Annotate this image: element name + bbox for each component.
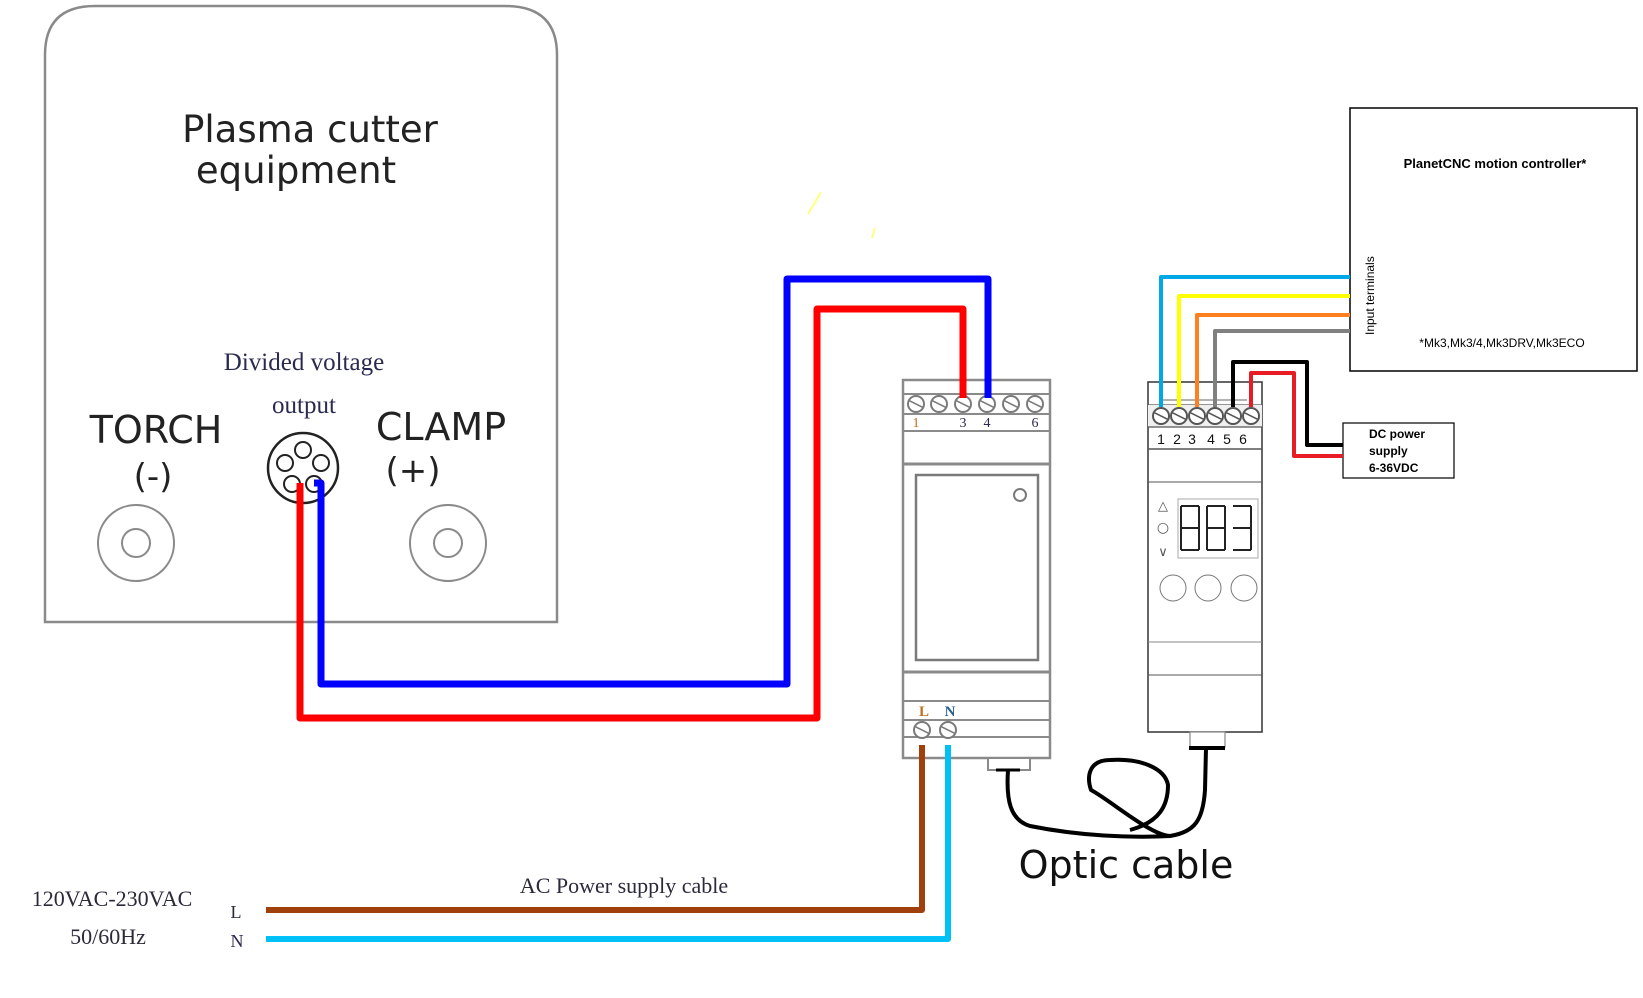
module2-terminal-label: 5 <box>1223 431 1231 447</box>
down-arrow-icon: ∨ <box>1158 545 1168 560</box>
module1-led <box>1013 488 1027 502</box>
controller-box <box>1349 107 1638 372</box>
wires <box>266 275 1350 942</box>
torch-polarity: (-) <box>134 457 173 497</box>
torch-label: TORCH <box>89 408 223 452</box>
module2-button[interactable] <box>1230 574 1258 602</box>
module1-power-label-n: N <box>945 704 956 720</box>
wire-input-1 <box>1159 275 1350 407</box>
optic-cable <box>1005 747 1208 839</box>
terminal-screw <box>939 721 957 739</box>
enter-circle-icon: ○ <box>1157 520 1169 536</box>
terminal-screw <box>1170 407 1188 425</box>
dc-supply-line3: 6-36VDC <box>1369 461 1419 475</box>
ac-cable-label: AC Power supply cable <box>520 873 728 898</box>
module2-terminal-label: 6 <box>1239 431 1247 447</box>
dc-supply-line1: DC power <box>1369 427 1425 441</box>
module2-terminal-label: 4 <box>1207 431 1215 447</box>
ac-supply-labels: 120VAC-230VAC 50/60Hz L N AC Power suppl… <box>32 873 728 951</box>
planetcnc-controller: PlanetCNC motion controller* Input termi… <box>1349 107 1638 372</box>
terminal-screw <box>978 395 996 413</box>
wire-ac-neutral <box>266 745 951 942</box>
terminal-screw <box>930 395 948 413</box>
terminal-screw <box>1206 407 1224 425</box>
stray-mark <box>807 191 822 215</box>
clamp-label: CLAMP <box>376 405 506 449</box>
terminal-screw <box>1026 395 1044 413</box>
module2-button[interactable] <box>1194 574 1222 602</box>
torch-socket <box>97 504 175 582</box>
terminal-screw <box>1242 407 1260 425</box>
wire-input-4 <box>1213 329 1350 407</box>
connector-pin <box>312 454 330 472</box>
terminal-screw <box>1152 407 1170 425</box>
wire-input-3 <box>1195 313 1350 407</box>
up-arrow-icon: △ <box>1158 499 1168 514</box>
thc-module: 1 2 3 4 5 6 △ ○ ∨ <box>1147 381 1263 750</box>
wire-signal-negative <box>314 275 992 688</box>
controller-title: PlanetCNC motion controller* <box>1404 156 1588 171</box>
module1-terminal-label: 3 <box>960 416 967 431</box>
module2-terminal-label: 1 <box>1157 431 1165 447</box>
module2-terminal-label: 2 <box>1173 431 1181 447</box>
equipment-title-line1: Plasma cutter <box>182 108 439 151</box>
dc-supply-box <box>1342 422 1455 479</box>
clamp-socket <box>409 504 487 582</box>
connector-pin <box>276 454 294 472</box>
stray-mark <box>871 227 876 239</box>
optic-cable-label: Optic cable <box>1019 843 1234 887</box>
terminal-screw <box>1188 407 1206 425</box>
controller-footnote: *Mk3,Mk3/4,Mk3DRV,Mk3ECO <box>1419 336 1584 350</box>
module2-optic-port <box>1189 731 1226 748</box>
connector-pin <box>294 441 312 459</box>
terminal-screw <box>913 721 931 739</box>
module2-terminal-label: 3 <box>1188 431 1196 447</box>
wire-dc-negative <box>1231 360 1343 447</box>
ac-neutral-label: N <box>231 931 244 951</box>
wire-dc-positive <box>1249 371 1343 458</box>
module1-power-label-l: L <box>919 704 929 720</box>
ac-frequency-label: 50/60Hz <box>70 924 146 949</box>
plasma-cutter-equipment: Plasma cutter equipment Divided voltage … <box>43 4 559 624</box>
module1-terminal-label: 6 <box>1032 416 1039 431</box>
dc-supply-line2: supply <box>1369 444 1408 458</box>
module2-button[interactable] <box>1159 574 1187 602</box>
ac-line-label: L <box>231 902 242 922</box>
clamp-polarity: (+) <box>385 451 440 491</box>
module1-terminal-label: 1 <box>913 416 920 431</box>
terminal-screw <box>954 395 972 413</box>
controller-input-label: Input terminals <box>1363 256 1377 335</box>
output-label-line2: output <box>272 392 336 419</box>
wire-ac-line <box>266 745 925 913</box>
terminal-screw <box>907 395 925 413</box>
equipment-housing <box>43 4 559 624</box>
terminal-screw <box>1224 407 1242 425</box>
isolation-module: 1 3 4 6 L N <box>901 378 1052 772</box>
equipment-title-line2: equipment <box>196 149 396 192</box>
wire-input-2 <box>1177 294 1350 407</box>
wire-signal-positive <box>296 305 967 722</box>
output-label-line1: Divided voltage <box>224 349 384 376</box>
module1-terminal-label: 4 <box>984 416 991 431</box>
module1-optic-port <box>987 757 1031 771</box>
ac-voltage-label: 120VAC-230VAC <box>32 886 193 911</box>
terminal-screw <box>1002 395 1020 413</box>
display-digits <box>1180 505 1252 551</box>
dc-power-supply: DC power supply 6-36VDC <box>1342 422 1455 479</box>
module1-front-panel <box>914 473 1040 662</box>
